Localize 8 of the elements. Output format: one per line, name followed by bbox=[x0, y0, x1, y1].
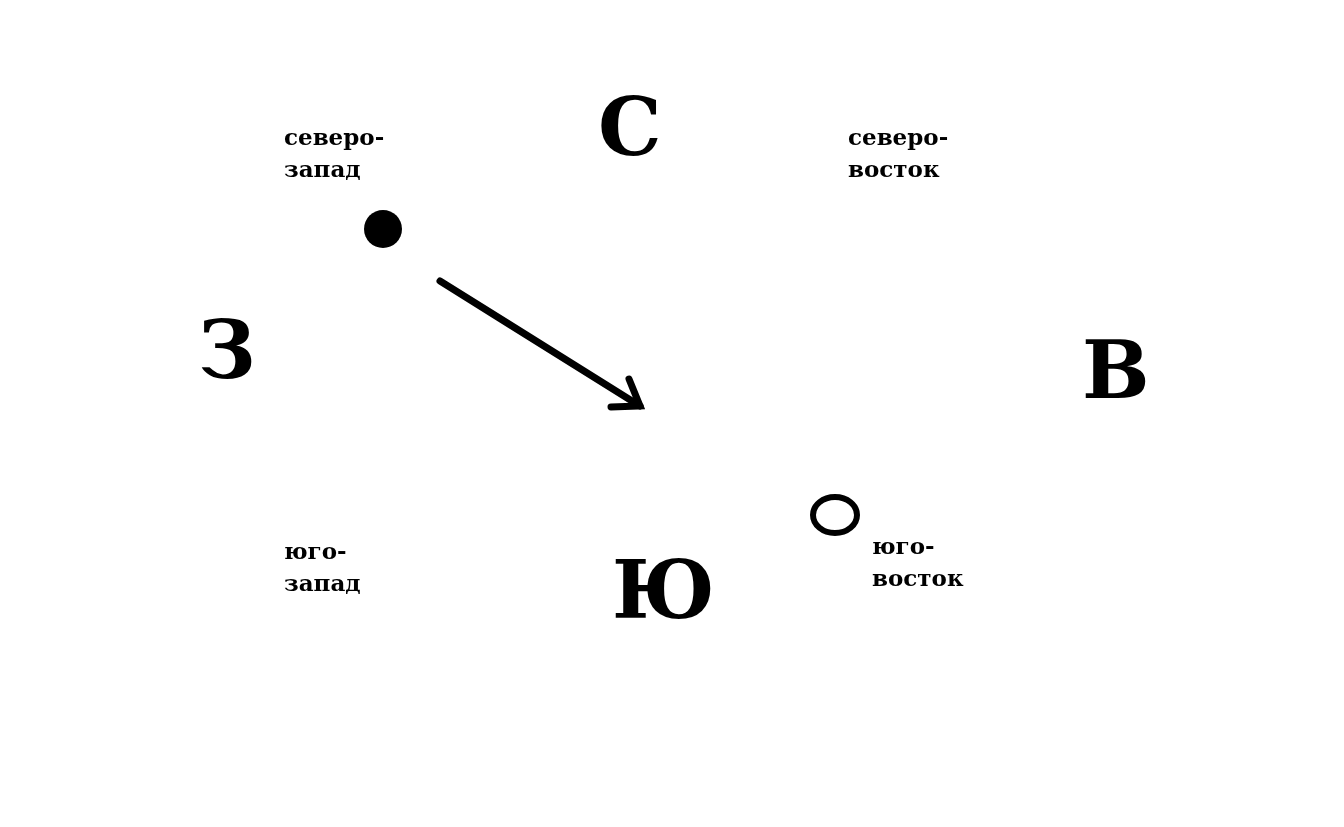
direction-label: северо-восток bbox=[848, 122, 950, 184]
cardinal-letter: З bbox=[198, 305, 256, 395]
direction-label: северо-запад bbox=[284, 122, 386, 184]
cardinal-letter: Ю bbox=[612, 545, 715, 635]
cardinal-letter: С bbox=[598, 82, 662, 172]
direction-label: юго-восток bbox=[872, 531, 965, 593]
direction-label: юго-запад bbox=[284, 536, 362, 598]
cardinal-letter: В bbox=[1082, 325, 1150, 415]
